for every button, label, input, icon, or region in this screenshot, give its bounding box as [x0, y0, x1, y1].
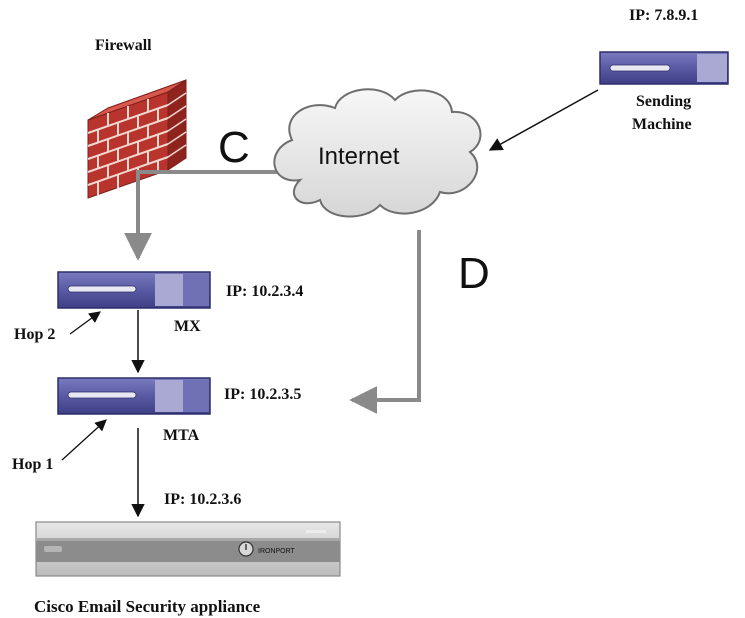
mta-name: MTA — [163, 427, 200, 444]
sending-to-internet-arrow — [488, 89, 599, 151]
appliance-name: Cisco Email Security appliance — [34, 597, 261, 616]
sending-machine-server-icon — [599, 51, 729, 85]
path-c-line — [124, 170, 278, 261]
hop1-label: Hop 1 — [12, 456, 53, 473]
sending-label-line1: Sending — [636, 93, 691, 110]
mx-server-icon — [57, 271, 211, 309]
mta-ip: IP: 10.2.3.5 — [224, 386, 301, 403]
appliance-brand: IRONPORT — [258, 548, 296, 555]
mta-server-icon — [57, 377, 211, 415]
hop2-arrow — [69, 311, 101, 335]
appliance-ip: IP: 10.2.3.6 — [164, 491, 241, 508]
internet-cloud-icon — [273, 88, 482, 218]
sending-label-line2: Machine — [632, 116, 692, 133]
firewall-label: Firewall — [95, 37, 152, 54]
mx-ip: IP: 10.2.3.4 — [226, 283, 303, 300]
path-c-label: C — [218, 123, 250, 172]
mx-name: MX — [174, 318, 201, 335]
path-d-label: D — [458, 249, 490, 298]
sending-ip: IP: 7.8.9.1 — [629, 7, 698, 24]
firewall-icon — [87, 79, 187, 199]
internet-label: Internet — [318, 143, 400, 170]
email-security-appliance-icon: IRONPORT — [35, 521, 341, 577]
hop1-arrow — [61, 419, 107, 461]
hop2-label: Hop 2 — [14, 326, 55, 343]
path-d-line — [349, 230, 421, 414]
